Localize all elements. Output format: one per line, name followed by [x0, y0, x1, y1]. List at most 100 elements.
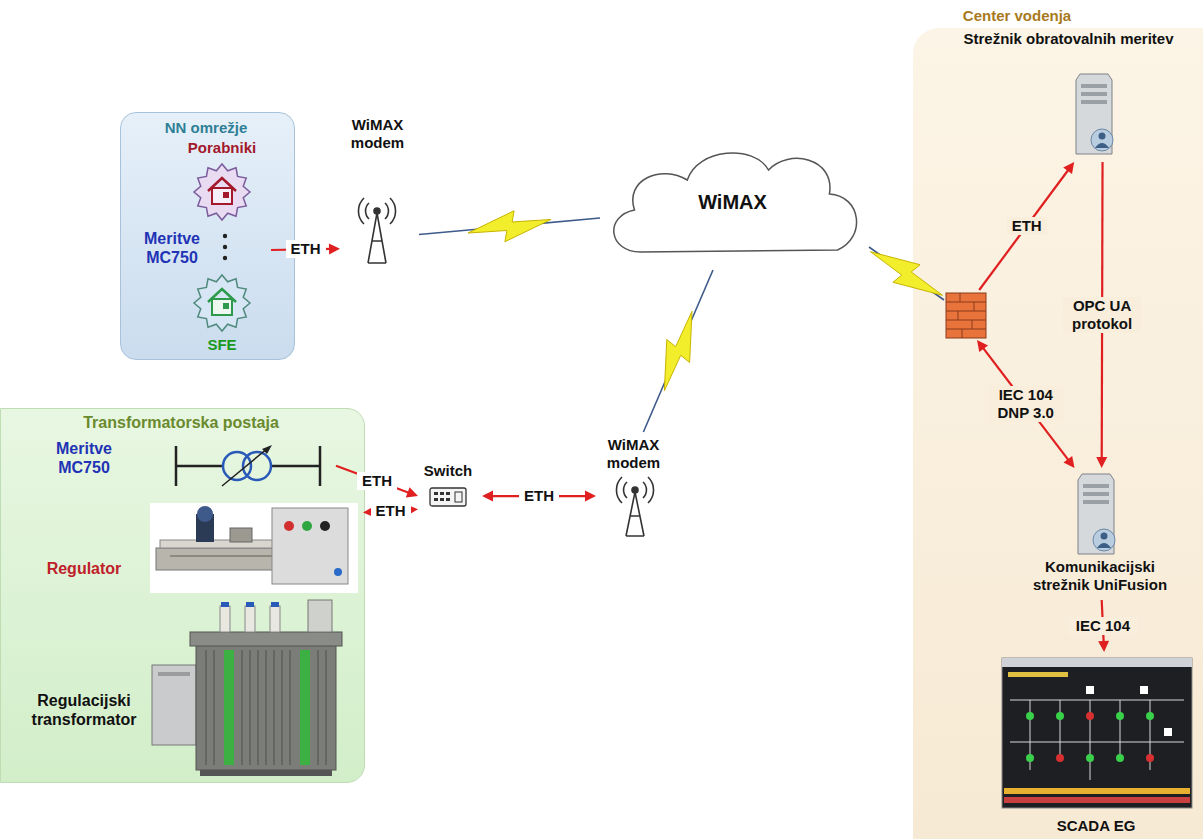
arrowhead: [363, 506, 374, 517]
control-center-band: Center vodenjaStrežnik obratovalnih meri…: [913, 6, 1203, 839]
arrowhead: [1063, 162, 1074, 174]
scada-screen: SCADA EG: [996, 652, 1200, 837]
node-text: WiMAX: [600, 190, 865, 214]
transformer-symbol: [176, 445, 320, 486]
substation-band: Transformatorska postajaMeritve MC750Reg…: [0, 408, 365, 783]
edge-label: ETH: [357, 472, 397, 490]
communication-server: Komunikacijski strežnik UniFusion: [1015, 468, 1185, 600]
node-text: NN omrežje: [121, 119, 291, 137]
node-text: WiMAX modem: [596, 436, 671, 472]
text-slot: SFE: [172, 336, 272, 354]
connector: [363, 504, 418, 517]
node-text: Meritve MC750: [127, 229, 217, 267]
text-slot: ETH: [1007, 217, 1047, 235]
text-slot: ETH: [519, 487, 559, 505]
text-slot: ETH: [371, 502, 411, 520]
link-line: [869, 247, 944, 300]
text-slot: Regulator: [39, 559, 129, 578]
server-icon: [1076, 74, 1113, 154]
measurement-server: Strežnik obratovalnih meritev: [940, 30, 1198, 162]
text-slot: Switch: [418, 462, 478, 480]
link-line: [1102, 600, 1104, 643]
wireless-link: [643, 270, 713, 432]
arrowhead: [482, 491, 493, 502]
wireless-link: [419, 211, 600, 242]
text-slot: NN omrežje: [121, 119, 291, 137]
text-slot: Komunikacijski strežnik UniFusion: [1017, 558, 1183, 594]
text-slot: IEC 104 DNP 3.0: [988, 386, 1064, 422]
arrowhead: [1096, 457, 1107, 468]
link-line: [982, 347, 1069, 461]
arrowhead: [1098, 641, 1109, 652]
firewall: [944, 290, 988, 340]
arrowhead: [406, 487, 418, 497]
text-slot: SCADA EG: [996, 817, 1196, 835]
text-slot: Porabniki: [172, 139, 272, 157]
lightning-bolt: [870, 252, 942, 296]
text-slot: Regulacijski transformator: [19, 691, 149, 729]
edge-label: IEC 104 DNP 3.0: [988, 386, 1064, 422]
connector: [1098, 600, 1109, 652]
meter-group: Meritve MC750: [31, 437, 336, 501]
meter-group: Meritve MC750: [125, 227, 271, 273]
arrowhead: [977, 340, 988, 352]
wimax-modem-icon: [358, 198, 395, 263]
regulating-transformer: Regulacijski transformator: [15, 601, 355, 779]
edge-label: ETH: [286, 240, 326, 258]
node-text: WiMAX modem: [340, 116, 415, 152]
text-slot: Center vodenja: [937, 7, 1097, 25]
node-text: Center vodenja: [937, 7, 1097, 25]
wimax-modem-icon: [616, 477, 653, 536]
connector: [271, 243, 340, 254]
lightning-bolt: [664, 311, 692, 391]
text-slot: OPC UA protokol: [1063, 297, 1141, 333]
band-fill: [913, 28, 1203, 839]
link-line: [419, 218, 600, 235]
text-slot: WiMAX: [600, 190, 865, 214]
server-icon: [1078, 474, 1115, 554]
text-slot: Strežnik obratovalnih meritev: [961, 30, 1176, 48]
text-slot: Transformatorska postaja: [1, 413, 361, 432]
transformer-illustration: [152, 600, 342, 776]
ethernet-switch: Switch: [418, 462, 482, 517]
text-slot: WiMAX modem: [340, 116, 415, 152]
wimax-modem: WiMAX modem: [596, 432, 675, 540]
edge-label: ETH: [1007, 217, 1047, 235]
firewall-icon: [946, 293, 986, 338]
voltage-regulator: Regulator: [31, 501, 363, 597]
node-text: Switch: [418, 462, 478, 480]
connector: [336, 466, 418, 498]
wimax-modem: WiMAX modem: [340, 116, 419, 274]
arrowhead: [585, 491, 596, 502]
lightning-bolt: [468, 211, 551, 242]
node-text: Meritve MC750: [39, 439, 129, 477]
node-text: Regulacijski transformator: [19, 691, 149, 729]
node-text: Regulator: [39, 559, 129, 578]
arrowhead: [407, 504, 418, 515]
regulator-illustration: [150, 503, 358, 593]
group-label: SFE: [172, 336, 272, 354]
text-slot: Meritve MC750: [127, 229, 217, 267]
node-text: Komunikacijski strežnik UniFusion: [1017, 558, 1183, 594]
connector: [977, 340, 1075, 468]
link-line: [1101, 162, 1104, 459]
node-text: Transformatorska postaja: [1, 413, 361, 432]
wimax-cloud: WiMAX: [600, 140, 869, 270]
text-slot: Meritve MC750: [39, 439, 129, 477]
node-text: Strežnik obratovalnih meritev: [961, 30, 1176, 48]
ellipsis-dots: [223, 234, 227, 260]
link-line: [336, 466, 410, 493]
pv-house-icon: [194, 275, 250, 331]
node-text: SCADA EG: [996, 817, 1196, 835]
link-line: [979, 169, 1069, 290]
link-line: [372, 510, 409, 512]
connector: [979, 162, 1074, 290]
edge-label: ETH: [519, 487, 559, 505]
text-slot: ETH: [357, 472, 397, 490]
scada-screenshot: [1002, 658, 1192, 808]
link-line: [643, 270, 713, 432]
edge-label: IEC 104: [1068, 617, 1138, 635]
connector: [1096, 162, 1107, 468]
edge-label: OPC UA protokol: [1063, 297, 1141, 333]
arrowhead: [329, 243, 340, 254]
